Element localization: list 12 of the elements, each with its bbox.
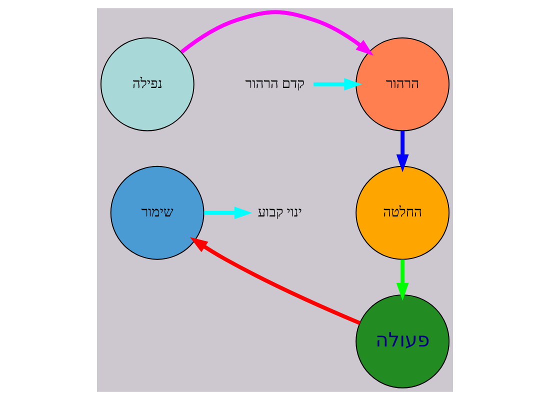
node-circle: החלטה xyxy=(356,166,450,260)
node-circle: נפילה xyxy=(100,37,194,132)
node-text: קדם הרהור xyxy=(245,76,305,91)
node-circle: פעולה xyxy=(356,294,450,388)
arrow xyxy=(396,260,409,301)
node-circle: שימור xyxy=(110,166,204,260)
arrow xyxy=(180,10,374,56)
node-text: ינוי קבוע xyxy=(258,204,302,220)
arrow xyxy=(314,78,362,91)
arrow xyxy=(204,206,252,220)
arrow xyxy=(190,237,361,325)
arrow xyxy=(396,130,409,172)
